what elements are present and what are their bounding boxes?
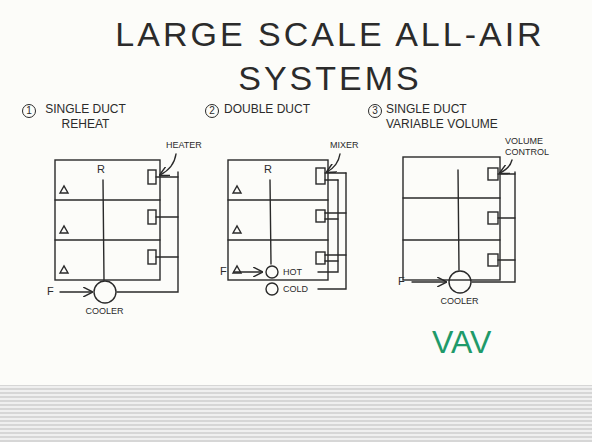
part-label: VOLUME CONTROL	[505, 136, 565, 159]
supply-branch	[156, 256, 178, 257]
system-heading: SINGLE DUCT VARIABLE VOLUME	[386, 102, 516, 132]
return-label: R	[97, 163, 105, 177]
volume-control-box	[488, 212, 498, 224]
part-label: MIXER	[330, 140, 359, 151]
return-label: R	[264, 163, 272, 177]
cold-branch	[325, 212, 346, 213]
leader-arrow	[500, 160, 512, 173]
circle-shape	[449, 271, 471, 293]
mixer-box	[316, 210, 325, 222]
heater-box	[148, 170, 156, 184]
circle-shape	[266, 283, 278, 295]
system-heading: SINGLE DUCT REHEAT	[38, 102, 133, 132]
cold-branch	[325, 172, 346, 173]
hot-duct	[318, 180, 338, 272]
equipment-label: COOLER	[86, 306, 124, 317]
fresh-air-arrow	[412, 281, 446, 282]
diffuser-symbol	[233, 226, 241, 233]
callout-number: 2	[205, 104, 219, 118]
diagram-title: LARGE SCALE ALL-AIR SYSTEMS	[110, 12, 550, 100]
equipment-circle: COLD	[265, 282, 309, 296]
diffuser-symbol	[60, 226, 68, 233]
hot-branch	[325, 179, 338, 180]
equipment-label: HOT	[283, 267, 302, 278]
supply-branch	[498, 173, 515, 174]
supply-duct	[117, 172, 178, 292]
equipment-circle: COOLER	[84, 280, 127, 317]
floor-line	[228, 239, 328, 240]
floor-line	[55, 239, 160, 240]
equipment-circle: COOLER	[439, 270, 482, 307]
equipment-label: COLD	[283, 284, 308, 295]
system-note: VAV	[432, 322, 491, 362]
leader-arrow	[327, 154, 340, 172]
fresh-air-label: F	[47, 285, 54, 299]
cold-duct	[318, 173, 346, 289]
fresh-air-label: F	[220, 265, 227, 279]
cold-branch	[325, 254, 346, 255]
return-duct	[270, 180, 271, 264]
equipment-label: COOLER	[441, 296, 479, 307]
return-duct	[103, 180, 104, 280]
supply-branch	[498, 259, 515, 260]
building-section	[55, 160, 160, 280]
supply-branch	[156, 176, 178, 177]
floor-line	[55, 199, 160, 200]
footer-band	[0, 385, 592, 442]
leader-arrow	[160, 154, 176, 175]
fresh-air-arrow	[234, 271, 262, 272]
heater-box	[148, 250, 156, 264]
fresh-air-label: F	[398, 275, 405, 289]
building-section	[228, 160, 328, 280]
sketch	[55, 154, 515, 292]
return-duct	[458, 170, 459, 270]
callout-number: 1	[22, 104, 36, 118]
mixer-box	[316, 252, 325, 264]
callout-number: 3	[368, 104, 382, 118]
system-heading: DOUBLE DUCT	[224, 102, 310, 117]
building-section	[403, 157, 500, 280]
supply-branch	[156, 216, 178, 217]
diffuser-symbol	[233, 186, 241, 193]
volume-control-box	[488, 168, 498, 180]
part-label: HEATER	[166, 140, 202, 151]
hot-branch	[325, 260, 338, 261]
hot-branch	[325, 218, 338, 219]
mixer-box	[316, 168, 325, 184]
supply-duct	[472, 172, 515, 282]
circle-shape	[94, 281, 116, 303]
diffuser-symbol	[60, 266, 68, 273]
circle-outline	[448, 270, 472, 294]
equipment-circle: HOT	[265, 265, 302, 279]
fresh-air-arrow	[60, 291, 92, 292]
circle-outline	[265, 282, 279, 296]
circle-shape	[266, 266, 278, 278]
floor-line	[228, 199, 328, 200]
floor-line	[403, 197, 500, 198]
supply-branch	[498, 217, 515, 218]
heater-box	[148, 210, 156, 224]
floor-line	[403, 239, 500, 240]
diffuser-symbol	[60, 186, 68, 193]
volume-control-box	[488, 254, 498, 266]
circle-outline	[265, 265, 279, 279]
circle-outline	[93, 280, 117, 304]
